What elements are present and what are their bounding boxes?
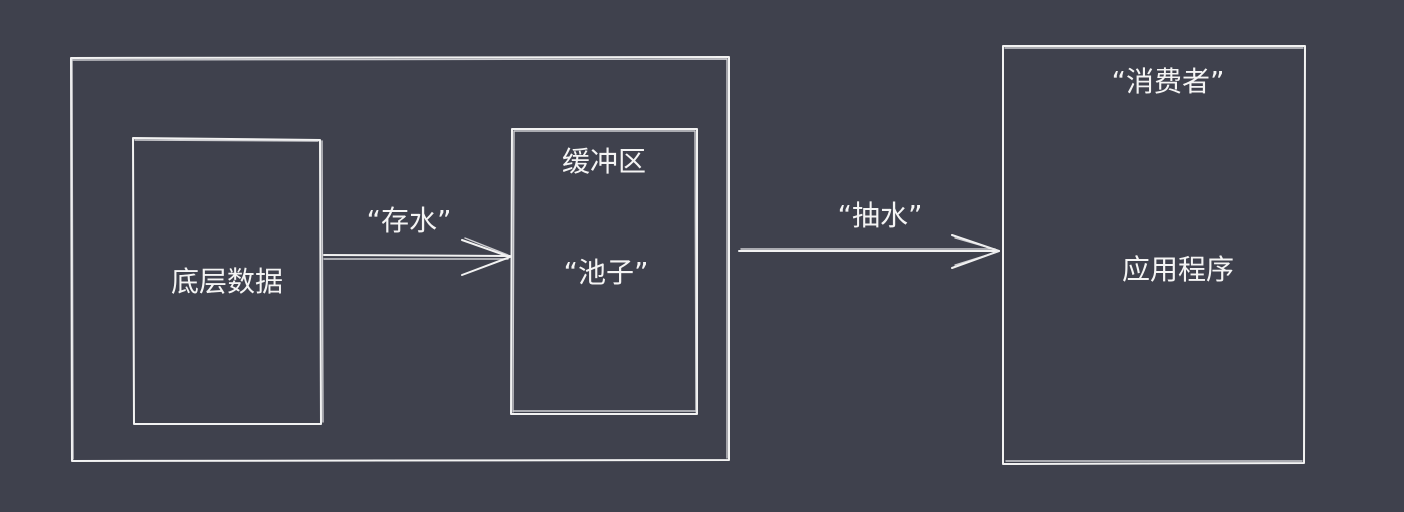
underlying-data-box — [132, 137, 324, 425]
store-water-arrow — [323, 237, 511, 276]
buffer-title-label: 缓冲区 — [561, 145, 647, 178]
underlying-data-label: 底层数据 — [170, 265, 284, 298]
consumer-box — [1002, 45, 1306, 465]
pump-water-label: “抽水” — [837, 199, 923, 232]
buffer-box — [510, 128, 698, 415]
buffer-pool-label: “池子” — [563, 256, 649, 289]
store-water-label: “存水” — [366, 204, 452, 237]
producer-container-box — [70, 56, 730, 462]
consumer-title-label: “消费者” — [1111, 65, 1225, 98]
application-label: 应用程序 — [1121, 253, 1235, 286]
pump-water-arrow — [738, 234, 1000, 269]
